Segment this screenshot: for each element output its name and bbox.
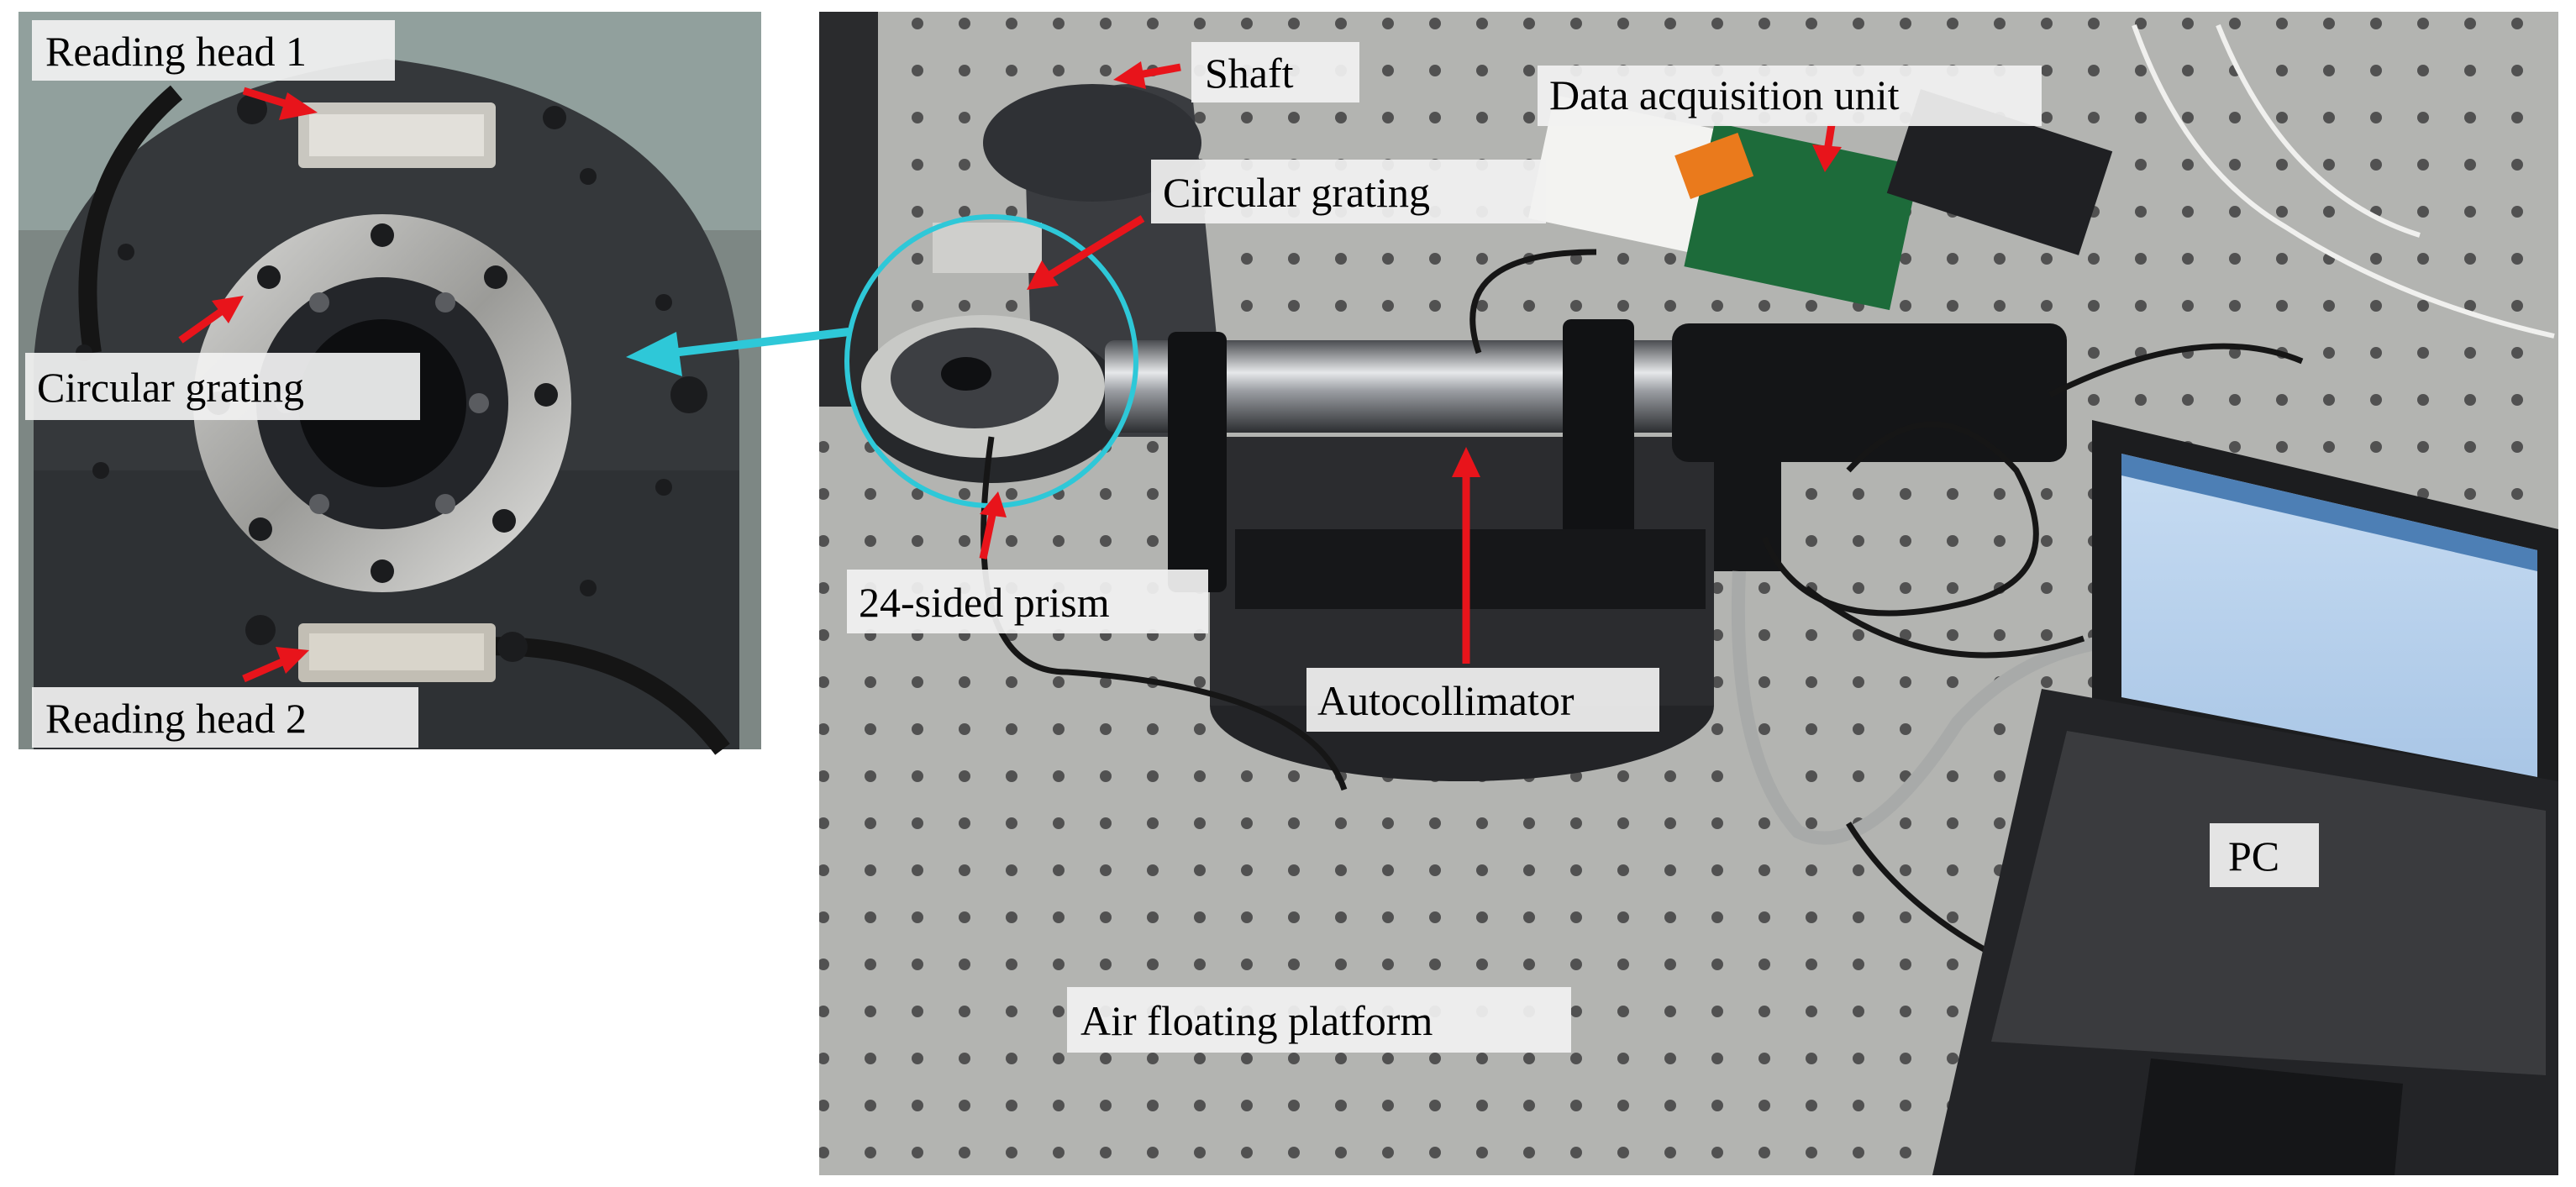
label-autocollimator: Autocollimator	[1306, 668, 1659, 732]
label-circular-grating-left: Circular grating	[25, 353, 420, 420]
label-data-acquisition-unit-text: Data acquisition unit	[1549, 71, 1900, 118]
label-reading-head-2: Reading head 2	[32, 687, 418, 748]
label-autocollimator-text: Autocollimator	[1317, 677, 1575, 724]
label-reading-head-1: Reading head 1	[32, 20, 395, 81]
label-circular-grating-left-text: Circular grating	[37, 364, 304, 411]
label-circular-grating-right-text: Circular grating	[1163, 169, 1430, 216]
label-air-floating-platform-text: Air floating platform	[1080, 997, 1433, 1044]
label-data-acquisition-unit: Data acquisition unit	[1538, 66, 2042, 126]
label-24-sided-prism-text: 24-sided prism	[859, 579, 1110, 626]
label-reading-head-2-text: Reading head 2	[45, 695, 307, 742]
label-reading-head-1-text: Reading head 1	[45, 28, 307, 75]
label-circular-grating-right: Circular grating	[1151, 160, 1546, 223]
label-shaft-text: Shaft	[1205, 50, 1294, 97]
main-photo	[819, 12, 2558, 1175]
label-pc-text: PC	[2228, 832, 2279, 880]
label-24-sided-prism: 24-sided prism	[847, 570, 1208, 633]
label-shaft: Shaft	[1191, 42, 1359, 102]
label-air-floating-platform: Air floating platform	[1067, 987, 1571, 1053]
pointer-arrows	[178, 61, 1842, 683]
label-pc: PC	[2210, 823, 2319, 887]
